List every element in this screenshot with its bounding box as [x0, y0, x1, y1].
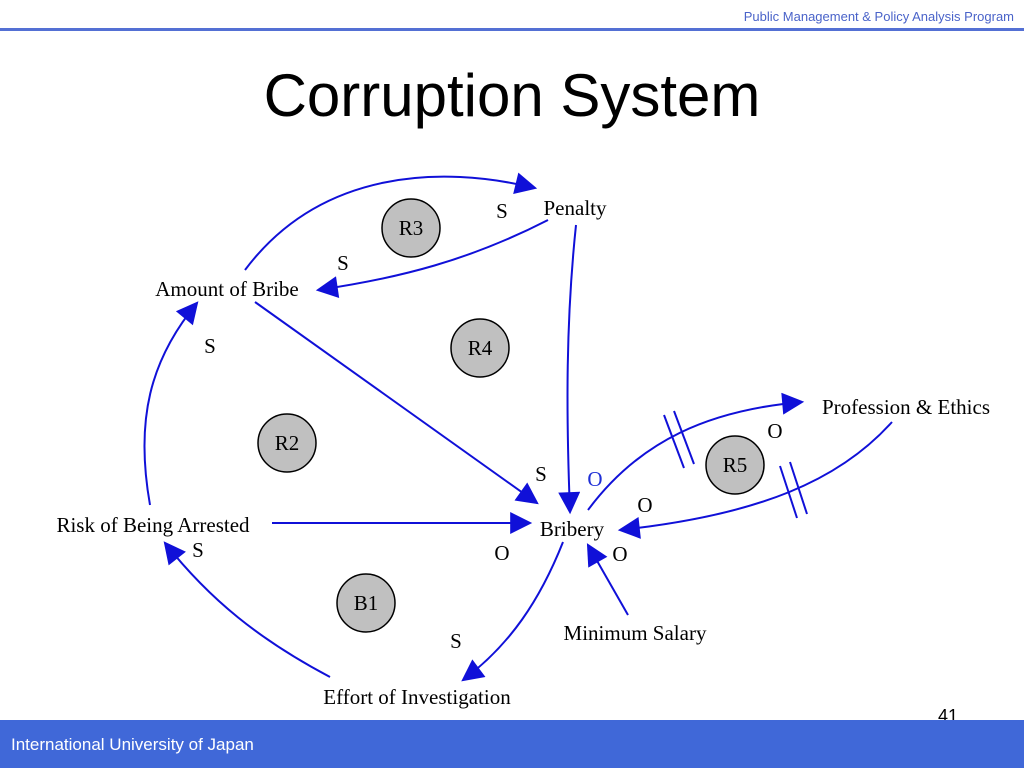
node-bribery: Bribery — [540, 517, 605, 541]
polarity-to-bribery: S — [535, 462, 547, 486]
institution-name: International University of Japan — [11, 735, 254, 754]
loop-r2: R2 — [257, 413, 317, 473]
link-bribe-to-penalty — [244, 172, 538, 271]
polarity-bribery-to-ethics: O — [587, 467, 602, 491]
link-risk-to-bribe — [143, 301, 199, 506]
loop-r4: R4 — [450, 318, 510, 378]
loop-r5-label: R5 — [723, 453, 748, 477]
loop-b1: B1 — [336, 573, 396, 633]
node-minimum-salary: Minimum Salary — [564, 621, 707, 645]
loop-r3-label: R3 — [399, 216, 424, 240]
loop-b1-label: B1 — [354, 591, 379, 615]
link-effort-to-risk — [163, 541, 331, 678]
causal-loop-diagram: R3 R4 R2 R5 B1 Penalty Amount of Bribe R… — [56, 172, 990, 709]
polarity-ethics-to-bribery: O — [637, 493, 652, 517]
link-penalty-to-bribery — [558, 224, 581, 515]
node-penalty: Penalty — [544, 196, 607, 220]
delay-mark-bribery-ethics — [663, 410, 695, 469]
link-bribery-to-effort — [461, 541, 564, 682]
program-name: Public Management & Policy Analysis Prog… — [743, 9, 1014, 24]
polarity-risk-to-bribe: S — [204, 334, 216, 358]
loop-r3: R3 — [381, 198, 441, 258]
loop-r4-label: R4 — [468, 336, 493, 360]
slide-title: Corruption System — [263, 62, 761, 129]
polarity-penalty-to-bribe: S — [337, 251, 349, 275]
node-risk-of-being-arrested: Risk of Being Arrested — [56, 513, 250, 537]
polarity-risk-to-bribery: O — [494, 541, 509, 565]
footer-bar: International University of Japan — [0, 720, 1024, 768]
polarity-salary-to-bribery: O — [612, 542, 627, 566]
header-divider — [0, 28, 1024, 31]
loop-r5: R5 — [705, 435, 765, 495]
link-bribery-to-ethics — [587, 392, 805, 511]
node-effort-of-investigation: Effort of Investigation — [323, 685, 511, 709]
polarity-bribery-to-effort: S — [450, 629, 462, 653]
loop-r2-label: R2 — [275, 431, 300, 455]
link-salary-to-bribery — [586, 543, 629, 616]
delay-mark-ethics-bribery — [779, 461, 808, 519]
link-penalty-to-bribe — [315, 219, 549, 299]
polarity-bribe-to-penalty: S — [496, 199, 508, 223]
node-amount-of-bribe: Amount of Bribe — [155, 277, 298, 301]
polarity-ethics-to-bribery-top: O — [767, 419, 782, 443]
polarity-effort-to-risk: S — [192, 538, 204, 562]
node-profession-ethics: Profession & Ethics — [822, 395, 990, 419]
link-bribe-to-bribery — [254, 301, 539, 505]
